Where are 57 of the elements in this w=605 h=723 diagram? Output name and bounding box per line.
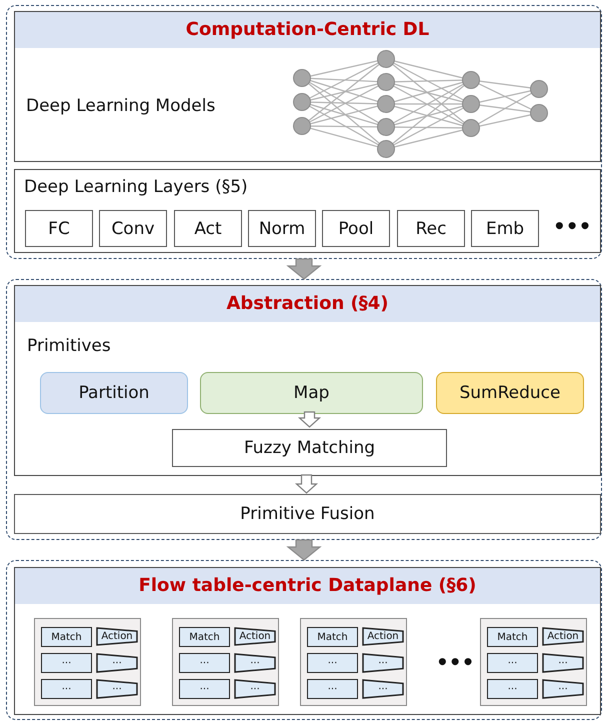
dashed-group-frame xyxy=(6,279,602,540)
flow-table xyxy=(300,618,407,706)
flow-table xyxy=(34,618,141,706)
title-band: Abstraction (§4) xyxy=(15,286,600,322)
table-cell: ··· xyxy=(542,653,584,673)
flow-table xyxy=(480,618,587,706)
table-cell: ··· xyxy=(234,653,276,673)
primitive-box: SumReduce xyxy=(436,372,584,414)
table-cell: Action xyxy=(96,627,138,646)
table-cell: Match xyxy=(487,627,538,647)
table-cell: ··· xyxy=(96,679,138,699)
ellipsis: ••• xyxy=(436,650,474,674)
process-box: Fuzzy Matching xyxy=(172,429,447,467)
layer-panel xyxy=(14,285,601,476)
table-cell: Match xyxy=(179,627,230,647)
table-cell: ··· xyxy=(307,679,358,699)
title-band: Flow table-centric Dataplane (§6) xyxy=(15,568,600,604)
arrow xyxy=(294,474,318,494)
process-box: Emb xyxy=(471,210,539,247)
table-cell: ··· xyxy=(542,679,584,699)
dashed-group-frame xyxy=(6,5,602,259)
table-cell: Action xyxy=(542,627,584,646)
process-box: FC xyxy=(25,210,93,247)
table-cell: Action xyxy=(362,627,404,646)
table-cell: Match xyxy=(41,627,92,647)
process-box: Pool xyxy=(322,210,390,247)
process-box: Rec xyxy=(397,210,465,247)
table-cell: ··· xyxy=(487,679,538,699)
table-cell: ··· xyxy=(487,653,538,673)
table-cell: ··· xyxy=(179,679,230,699)
layer-panel xyxy=(14,11,601,162)
panel-label: Deep Learning Models xyxy=(26,96,216,116)
primitive-box: Map xyxy=(200,372,423,414)
table-cell: ··· xyxy=(41,653,92,673)
table-cell: ··· xyxy=(307,653,358,673)
flow-table xyxy=(172,618,279,706)
table-cell: ··· xyxy=(179,653,230,673)
process-box: Conv xyxy=(99,210,167,247)
ellipsis: ••• xyxy=(553,214,592,238)
primitive-box: Partition xyxy=(40,372,188,414)
box-label: Deep Learning Layers (§5) xyxy=(24,177,248,197)
table-cell: Match xyxy=(307,627,358,647)
layer-list-box xyxy=(14,169,601,253)
table-cell: ··· xyxy=(96,653,138,673)
arrow xyxy=(286,539,322,561)
title-band: Computation-Centric DL xyxy=(15,12,600,48)
process-box: Primitive Fusion xyxy=(14,494,601,534)
arrow xyxy=(298,411,322,428)
process-box: Norm xyxy=(248,210,316,247)
table-cell: ··· xyxy=(362,653,404,673)
table-cell: ··· xyxy=(362,679,404,699)
arrow xyxy=(286,258,322,280)
process-box: Act xyxy=(174,210,242,247)
table-cell: Action xyxy=(234,627,276,646)
table-cell: ··· xyxy=(234,679,276,699)
panel-label: Primitives xyxy=(27,336,111,356)
table-cell: ··· xyxy=(41,679,92,699)
